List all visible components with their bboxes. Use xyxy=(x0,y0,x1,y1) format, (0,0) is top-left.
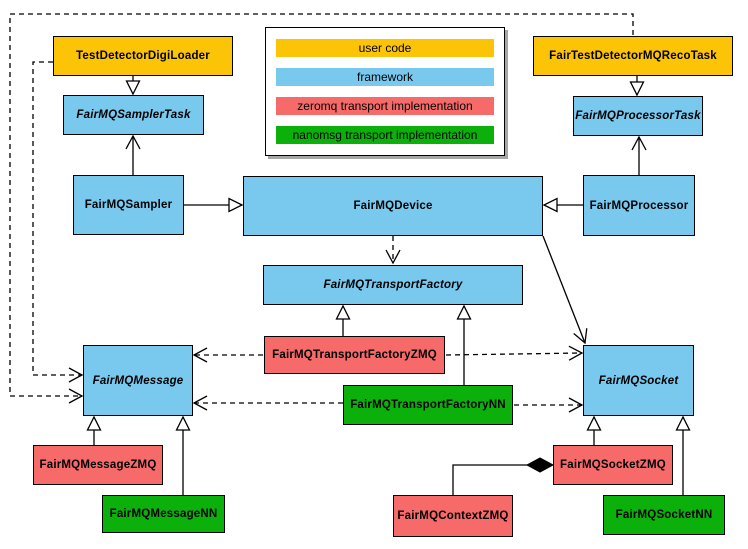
node-fairmqsocketzmq: FairMQSocketZMQ xyxy=(553,445,673,485)
node-fairmqmessagezmq: FairMQMessageZMQ xyxy=(33,445,163,485)
edge-factoryzmq-socket xyxy=(445,345,584,361)
node-fairmqdevice: FairMQDevice xyxy=(243,176,543,236)
edge-device-socket xyxy=(542,235,588,345)
node-fairmqtransportfactory: FairMQTransportFactory xyxy=(263,265,523,305)
node-fairmqmessage: FairMQMessage xyxy=(83,345,193,416)
composition-diamond xyxy=(525,457,555,473)
legend-item-framework: framework xyxy=(276,68,494,86)
node-fairmqsocketnn: FairMQSocketNN xyxy=(603,495,725,535)
legend-item-user-code: user code xyxy=(276,39,494,57)
edge-recotask-message xyxy=(9,13,634,404)
node-fairtestdetectormqrecotask: FairTestDetectorMQRecoTask xyxy=(533,36,733,76)
node-fairmqsamplertask: FairMQSamplerTask xyxy=(63,95,204,135)
node-testdetectordigiloader: TestDetectorDigiLoader xyxy=(53,36,233,76)
legend-panel: user code framework zeromq transport imp… xyxy=(265,27,505,156)
edge-digiloader-message xyxy=(32,61,84,383)
node-fairmqmessagenn: FairMQMessageNN xyxy=(102,495,225,533)
node-fairmqtransportfactoryzmq: FairMQTransportFactoryZMQ xyxy=(264,336,445,374)
legend-item-zeromq: zeromq transport implementation xyxy=(276,97,494,115)
node-fairmqprocessor: FairMQProcessor xyxy=(583,175,695,236)
node-fairmqsocket: FairMQSocket xyxy=(583,345,694,416)
node-fairmqcontextzmq: FairMQContextZMQ xyxy=(393,495,513,537)
node-fairmqsampler: FairMQSampler xyxy=(73,175,184,235)
node-fairmqprocessortask: FairMQProcessorTask xyxy=(573,96,703,136)
node-fairmqtransportfactorynn: FairMQTransportFactoryNN xyxy=(343,385,513,425)
edge-contextzmq-socketzmq xyxy=(452,464,528,495)
legend-item-nanomsg: nanomsg transport implementation xyxy=(276,126,494,144)
